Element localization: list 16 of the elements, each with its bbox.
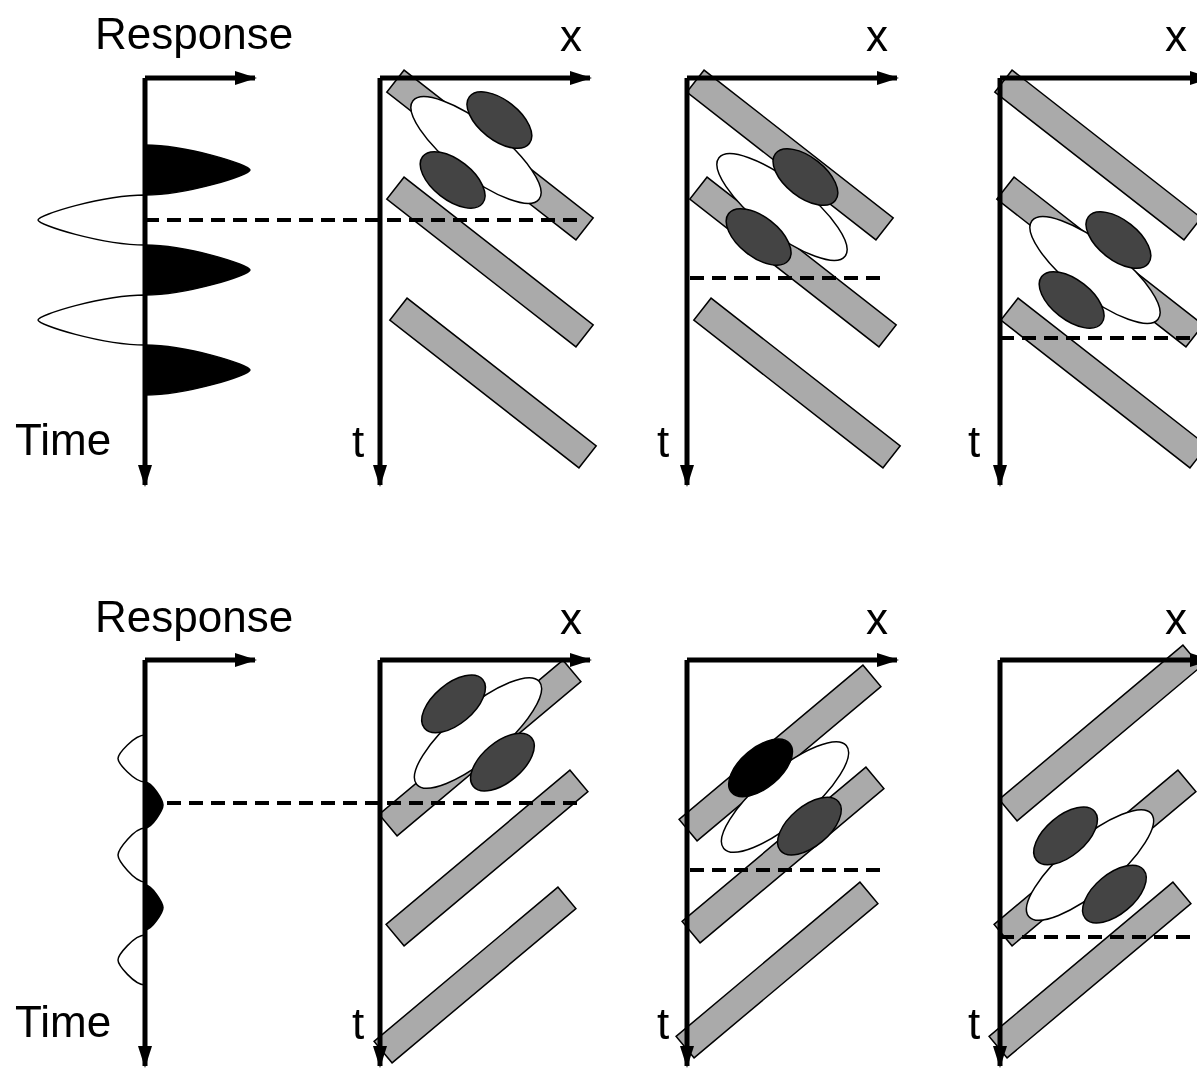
axis-label: x xyxy=(866,14,888,58)
axis-label: t xyxy=(968,1002,981,1046)
axis-label: x xyxy=(1165,597,1187,641)
axis-label: x xyxy=(866,597,888,641)
axis-label: Time xyxy=(15,418,112,462)
axis-label: t xyxy=(657,420,670,464)
axis-label: Response xyxy=(95,595,294,639)
axis-label: t xyxy=(352,1002,365,1046)
axis-label: t xyxy=(968,420,981,464)
axis-label: t xyxy=(352,420,365,464)
axis-label: Response xyxy=(95,12,294,56)
axis-label: x xyxy=(560,597,582,641)
axis-label: t xyxy=(657,1002,670,1046)
axis-label: Time xyxy=(15,1000,112,1044)
axis-label: x xyxy=(560,14,582,58)
axis-label: x xyxy=(1165,14,1187,58)
